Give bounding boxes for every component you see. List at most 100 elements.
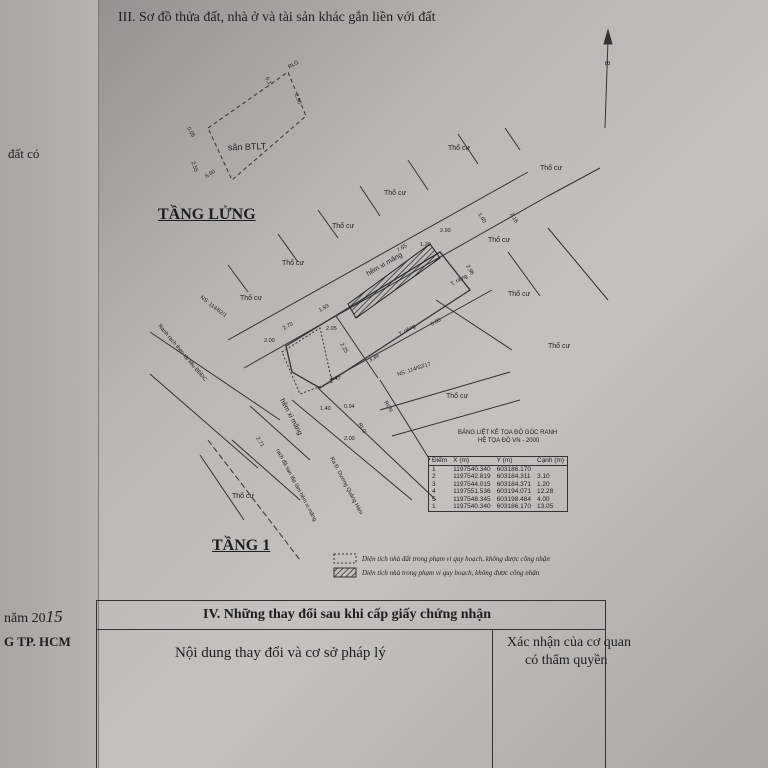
dim-7: 1.93 [318, 303, 330, 314]
rooftop-rlg: RLG [287, 60, 300, 71]
cell: 5 [432, 495, 436, 503]
neighbor-9: Thổ cư [548, 342, 571, 350]
cell: 603198.484 [496, 495, 531, 503]
left-page-year: năm 2015 [4, 607, 63, 627]
ns-main: NS: 114/62/17 [397, 361, 432, 377]
cell: 13.05 [537, 503, 554, 510]
planning-zone-hatch [347, 243, 441, 319]
dim-18: 2.16 [508, 212, 519, 224]
neighbor-3: Thổ cư [384, 189, 407, 197]
table-row: 4 1197551.536 603194.071 12.28 [429, 488, 568, 496]
cell: 1197544.015 [453, 480, 491, 488]
section4-box: IV. Những thay đổi sau khi cấp giấy chứn… [96, 600, 631, 768]
north-label: B [603, 61, 610, 66]
cell: 1.20 [537, 480, 550, 488]
table-row: 1 1197540.340 603186.170 13.05 [429, 503, 568, 511]
table-title-1: BẢNG LIỆT KÊ TỌA ĐỘ GÓC RANH [458, 430, 558, 436]
rooftop-dim-2: 6.00 [204, 169, 216, 180]
neighbor-8: Thổ cư [508, 290, 531, 298]
cell: 603184.311 [496, 473, 531, 480]
neighbor-7: Thổ cư [488, 236, 511, 244]
ns-upper: NS: 114/62/1 [199, 295, 228, 319]
cell: 603184.371 [496, 480, 531, 488]
dim-8: 2.70 [282, 321, 294, 332]
cell: 603186.170 [496, 503, 531, 510]
dim-4: 2.96 [464, 264, 475, 276]
table-row: 5 1197548.345 603198.484 4.00 [429, 496, 568, 504]
rooftop-dim-3: 2.55 [189, 161, 198, 173]
th-point: Điểm [432, 457, 448, 464]
cell: 4.00 [537, 495, 550, 503]
cell: 3.10 [537, 473, 550, 480]
left-page-org: G TP. HCM [4, 634, 71, 649]
th-x: X (m) [453, 457, 470, 464]
rcn-label: RCN [382, 400, 393, 413]
dim-9: 2.00 [264, 338, 275, 344]
dim-11: 2.25 [338, 342, 349, 354]
cell: 1 [432, 503, 436, 510]
dim-1: 2.90 [440, 228, 451, 234]
coord-table: Điểm X (m) Y (m) Cạnh (m) 1 1197540.340 … [428, 456, 569, 512]
dim-3: 1.60 [476, 212, 487, 224]
dim-13: 1.47 [330, 376, 341, 382]
cell: 1197542.819 [453, 473, 491, 480]
rooftop-dim-4: 0.1 [263, 76, 272, 86]
section4-col2-line2: có thẩm quyền [525, 653, 608, 668]
mezzanine-title: TẦNG LỬNG [158, 206, 256, 223]
section4-title: IV. Những thay đổi sau khi cấp giấy chứn… [203, 607, 492, 622]
alley-lower: hẻm xi măng [278, 398, 303, 437]
table-row: 3 1197544.015 603184.371 1.20 [429, 481, 568, 489]
cell: 603186.170 [496, 465, 531, 473]
north-arrow [604, 39, 609, 129]
rooftop-label: sân BTLT [228, 141, 267, 152]
neighbor-10: Thổ cư [446, 392, 469, 400]
left-page [0, 0, 99, 768]
rooftop-dim-5: 0.05 [185, 126, 196, 138]
cell: 3 [432, 480, 436, 488]
neighbor-4: Thổ cư [332, 222, 355, 230]
table-header-row: Điểm X (m) Y (m) Cạnh (m) [428, 457, 568, 465]
table-row: 1 1197540.340 603186.170 [429, 465, 568, 473]
neighbor-2: Thổ cư [540, 164, 563, 172]
neighbor-11: Thổ cư [232, 492, 255, 500]
legend-item-2: Diện tích nhà trong phạm vi quy hoạch, k… [362, 569, 540, 577]
tmay-main: T. riêng [398, 324, 417, 338]
section3-title: III. Sơ đồ thửa đất, nhà ở và tài sản kh… [118, 10, 436, 25]
planning-zone-dotted [281, 327, 333, 395]
th-edge: Cạnh (m) [537, 457, 565, 464]
table-title-2: HỆ TỌA ĐỘ VN - 2000 [478, 438, 540, 444]
north-arrow-head [603, 28, 613, 45]
year-handwritten: 15 [45, 607, 63, 626]
cell: 1 [432, 465, 436, 473]
dim-15: 0.94 [344, 404, 355, 410]
legend-item-1: Diện tích nhà đất trong phạm vi quy hoạc… [362, 555, 550, 563]
section4-col-divider [492, 629, 493, 768]
dim-10: 2.05 [326, 326, 337, 332]
th-y: Y (m) [496, 457, 513, 464]
neighbor-5: Thổ cư [282, 259, 305, 267]
legend-swatch-dotted [333, 553, 357, 564]
cell: 1197540.340 [453, 503, 491, 510]
coordinate-table: BẢNG LIỆT KÊ TỌA ĐỘ GÓC RANH HỆ TỌA ĐỘ V… [428, 430, 610, 512]
upper-alley-edge [227, 171, 529, 341]
table-row: 2 1197542.819 603184.311 3.10 [429, 473, 568, 481]
rlg-label: RLG [356, 422, 367, 435]
dim-5: 6.00 [430, 317, 442, 328]
cell: 4 [432, 488, 436, 495]
rooftop-dim-1: 2.90 [293, 93, 302, 105]
dim-6: 1.20 [420, 242, 431, 248]
boundary-note-2: rạch đã san lấp làm hẻm xi măng [274, 448, 317, 522]
rooftop-outline [207, 71, 307, 181]
year-printed: năm 20 [4, 611, 46, 626]
left-page-text: đất có [8, 146, 40, 161]
dim-17: 2.00 [344, 436, 355, 442]
section4-col2-line1: Xác nhận của cơ quan [507, 635, 632, 650]
cell [534, 465, 568, 473]
dim-14: 1.40 [320, 406, 331, 412]
dim-2: 7.65 [396, 243, 408, 254]
legend-swatch-hatched [333, 567, 357, 578]
cell: 1197548.345 [453, 495, 491, 503]
neighbor-6: Thổ cư [240, 294, 263, 302]
